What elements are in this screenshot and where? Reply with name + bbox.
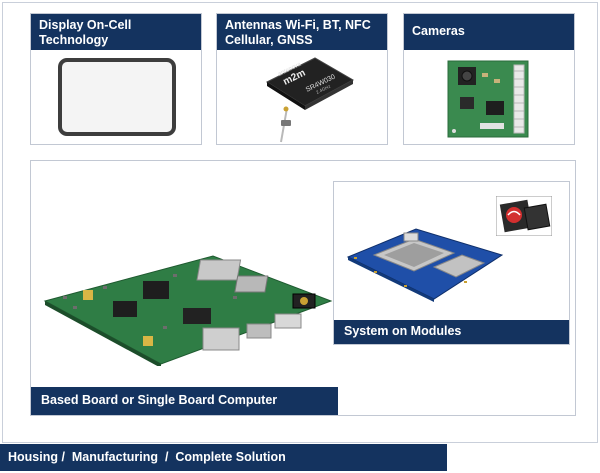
footer-bar: Housing / Manufacturing / Complete Solut… bbox=[0, 444, 447, 471]
som-panel: System on Modules bbox=[333, 181, 570, 345]
display-title-line2: Technology bbox=[39, 33, 109, 47]
som-title-bar: System on Modules bbox=[334, 320, 569, 344]
antennas-panel-header: Antennas Wi-Fi, BT, NFC Cellular, GNSS bbox=[217, 14, 387, 50]
display-title-line1: Display On-Cell bbox=[39, 18, 132, 32]
display-panel: Display On-Cell Technology bbox=[30, 13, 202, 145]
antenna-chip-sub: 2.4GHz bbox=[315, 83, 332, 95]
tablet-display-image bbox=[58, 58, 176, 136]
antenna-module-image: antenova m2m SR4W030 2.4GHz bbox=[265, 57, 355, 143]
antennas-panel: Antennas Wi-Fi, BT, NFC Cellular, GNSS a… bbox=[216, 13, 388, 145]
chip-logo-icon bbox=[496, 196, 552, 236]
board-title: Based Board or Single Board Computer bbox=[41, 393, 278, 407]
board-title-bar: Based Board or Single Board Computer bbox=[31, 387, 338, 415]
antennas-title-line1: Antennas Wi-Fi, BT, NFC bbox=[225, 18, 371, 32]
single-board-computer-image bbox=[43, 255, 333, 366]
page-frame bbox=[2, 2, 598, 443]
som-module-image bbox=[346, 228, 504, 302]
display-panel-header: Display On-Cell Technology bbox=[31, 14, 201, 50]
som-title: System on Modules bbox=[344, 324, 462, 338]
footer-text: Housing / Manufacturing / Complete Solut… bbox=[8, 450, 286, 464]
cameras-panel: Cameras bbox=[403, 13, 575, 145]
cameras-title: Cameras bbox=[412, 24, 465, 38]
camera-module-image bbox=[447, 60, 529, 138]
antennas-title-line2: Cellular, GNSS bbox=[225, 33, 313, 47]
cameras-panel-header: Cameras bbox=[404, 14, 574, 50]
